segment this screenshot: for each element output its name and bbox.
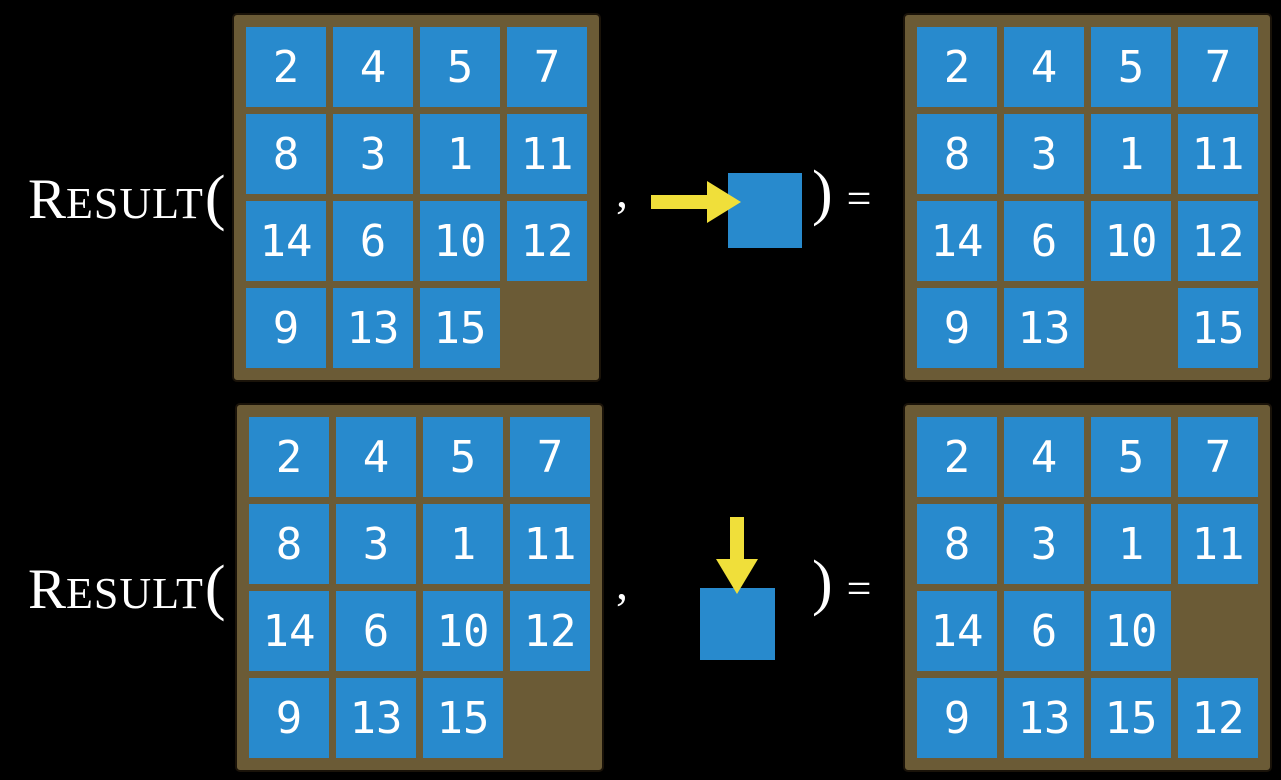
puzzle-tile: 4 [1004, 417, 1084, 497]
equals-sign: = [846, 174, 872, 223]
puzzle-tile: 11 [507, 114, 587, 194]
puzzle-tile: 8 [246, 114, 326, 194]
puzzle-tile: 9 [917, 678, 997, 758]
action-tile [728, 173, 802, 248]
puzzle-tile: 8 [917, 504, 997, 584]
puzzle-tile: 2 [246, 27, 326, 107]
puzzle-tile: 12 [1178, 201, 1258, 281]
puzzle-tile: 11 [510, 504, 590, 584]
result-function-label: RESULT( [28, 557, 226, 619]
puzzle-tile: 10 [423, 591, 503, 671]
empty-cell [507, 288, 587, 368]
close-paren: ) [812, 549, 833, 617]
equals-sign: = [846, 564, 872, 613]
puzzle-tile: 4 [333, 27, 413, 107]
empty-cell [510, 678, 590, 758]
puzzle-tile: 13 [1004, 678, 1084, 758]
puzzle-tile: 13 [333, 288, 413, 368]
puzzle-tile: 5 [1091, 417, 1171, 497]
empty-cell [1091, 288, 1171, 368]
puzzle-tile: 15 [1091, 678, 1171, 758]
puzzle-tile: 6 [336, 591, 416, 671]
action-tile [700, 588, 775, 660]
puzzle-tile: 2 [917, 417, 997, 497]
puzzle-tile: 9 [249, 678, 329, 758]
puzzle-tile: 11 [1178, 114, 1258, 194]
puzzle-tile: 1 [420, 114, 500, 194]
open-paren: ( [204, 164, 226, 232]
puzzle-tile: 2 [249, 417, 329, 497]
comma-separator: , [616, 165, 628, 218]
result-label-rest: ESULT [66, 569, 204, 618]
puzzle-tile: 3 [1004, 114, 1084, 194]
empty-cell [1178, 591, 1258, 671]
result-label-initial: R [28, 558, 67, 621]
puzzle-tile: 14 [246, 201, 326, 281]
puzzle-tile: 14 [249, 591, 329, 671]
puzzle-tile: 13 [336, 678, 416, 758]
close-paren: ) [812, 159, 833, 227]
puzzle-tile: 12 [510, 591, 590, 671]
puzzle-tile: 14 [917, 201, 997, 281]
puzzle-tile: 14 [917, 591, 997, 671]
result-function-label: RESULT( [28, 167, 226, 229]
puzzle-tile: 9 [917, 288, 997, 368]
arrow-down-icon [716, 517, 758, 594]
puzzle-tile: 5 [1091, 27, 1171, 107]
puzzle-tile: 5 [423, 417, 503, 497]
puzzle-tile: 8 [917, 114, 997, 194]
puzzle-tile: 7 [510, 417, 590, 497]
puzzle-tile: 10 [420, 201, 500, 281]
puzzle-tile: 5 [420, 27, 500, 107]
puzzle-tile: 6 [333, 201, 413, 281]
puzzle-tile: 4 [336, 417, 416, 497]
puzzle-tile: 12 [1178, 678, 1258, 758]
close-paren-equals: )= [812, 162, 871, 224]
puzzle-tile: 15 [420, 288, 500, 368]
puzzle-tile: 1 [1091, 504, 1171, 584]
arrow-right-icon [651, 181, 741, 223]
puzzle-tile: 3 [1004, 504, 1084, 584]
puzzle-tile: 2 [917, 27, 997, 107]
puzzle-tile: 4 [1004, 27, 1084, 107]
puzzle-tile: 10 [1091, 591, 1171, 671]
puzzle-tile: 1 [423, 504, 503, 584]
puzzle-tile: 11 [1178, 504, 1258, 584]
result-label-rest: ESULT [66, 179, 204, 228]
puzzle-tile: 3 [336, 504, 416, 584]
puzzle-tile: 6 [1004, 591, 1084, 671]
puzzle-tile: 12 [507, 201, 587, 281]
puzzle-tile: 9 [246, 288, 326, 368]
puzzle-tile: 8 [249, 504, 329, 584]
puzzle-tile: 15 [423, 678, 503, 758]
puzzle-tile: 10 [1091, 201, 1171, 281]
puzzle-tile: 6 [1004, 201, 1084, 281]
puzzle-tile: 7 [1178, 27, 1258, 107]
puzzle-tile: 1 [1091, 114, 1171, 194]
close-paren-equals: )= [812, 552, 871, 614]
open-paren: ( [204, 554, 226, 622]
result-label-initial: R [28, 168, 67, 231]
puzzle-tile: 7 [507, 27, 587, 107]
comma-separator: , [616, 557, 628, 610]
puzzle-tile: 13 [1004, 288, 1084, 368]
puzzle-tile: 7 [1178, 417, 1258, 497]
puzzle-tile: 3 [333, 114, 413, 194]
puzzle-tile: 15 [1178, 288, 1258, 368]
